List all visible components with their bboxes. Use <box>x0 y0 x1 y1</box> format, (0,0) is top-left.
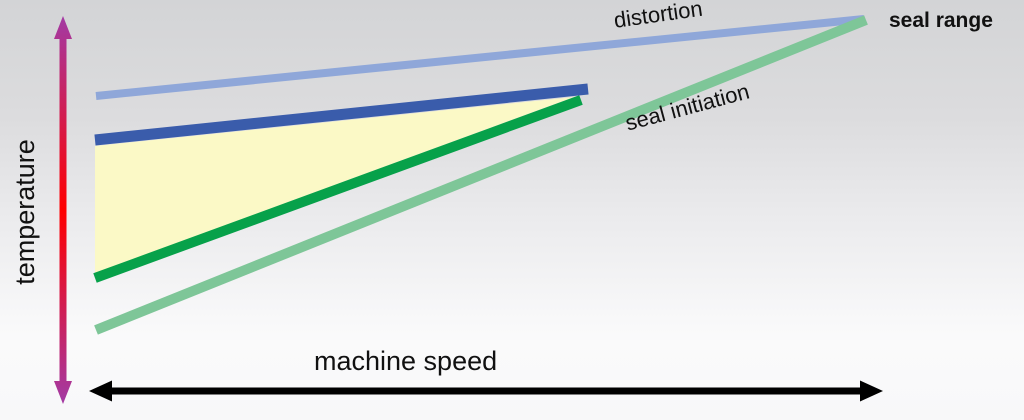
temperature-axis-arrowhead-down <box>54 381 72 404</box>
machine-speed-axis-arrowhead-left <box>89 380 112 402</box>
machine-speed-axis-arrowhead-right <box>860 380 883 402</box>
machine-speed-axis-label: machine speed <box>314 346 498 376</box>
temperature-axis-arrowhead-up <box>54 16 72 39</box>
machine-speed-axis-arrow <box>89 380 883 402</box>
seal-window-lower-line <box>93 95 583 283</box>
temperature-axis-label: temperature <box>10 139 41 285</box>
seal-window-upper-line <box>94 83 589 146</box>
seal-initiation-line <box>94 15 868 335</box>
distortion-line <box>95 15 865 100</box>
temperature-axis-arrow <box>54 16 72 404</box>
seal-range-label: seal range <box>889 9 993 32</box>
